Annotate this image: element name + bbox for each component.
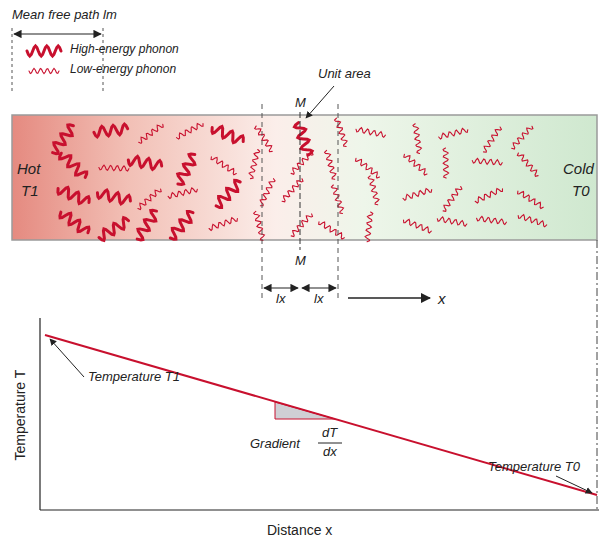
- low-energy-phonon: [291, 214, 312, 237]
- low-energy-phonon: [404, 154, 427, 175]
- dimension-label: Mean free path lm: [12, 8, 117, 23]
- y-axis: [39, 318, 40, 510]
- low-energy-phonon: [413, 124, 421, 154]
- low-energy-phonon: [260, 179, 275, 206]
- high-energy-phonon: [27, 46, 61, 56]
- dimension-arrow: [302, 287, 336, 288]
- fraction-bar: [318, 443, 342, 444]
- low-energy-phonon: [368, 176, 379, 205]
- low-energy-phonon: [403, 189, 432, 201]
- high-energy-phonon: [137, 210, 156, 240]
- plane-label: M: [295, 254, 306, 269]
- low-energy-phonon: [99, 165, 129, 171]
- high-energy-phonon: [216, 180, 240, 207]
- high-energy-phonon: [53, 125, 74, 154]
- leader-line: [50, 339, 84, 377]
- legend-text: Low-energy phonon: [70, 63, 176, 77]
- guide-line: [597, 240, 598, 510]
- leader-line: [306, 86, 334, 118]
- dimension-label: lx: [276, 292, 285, 307]
- legend-samples: [27, 46, 61, 74]
- low-energy-phonon: [439, 128, 468, 139]
- low-energy-phonon: [177, 124, 204, 140]
- low-energy-phonon: [477, 216, 507, 224]
- x-axis: [40, 509, 599, 510]
- low-energy-phonon: [249, 150, 260, 179]
- high-energy-phonon: [97, 190, 130, 204]
- end-label: Hot: [17, 160, 40, 177]
- low-energy-phonon: [254, 211, 265, 240]
- low-energy-phonon: [518, 191, 544, 209]
- fraction-denominator: dx: [323, 445, 337, 460]
- dimension-arrow: [264, 287, 298, 288]
- low-energy-phonon: [443, 187, 462, 212]
- high-energy-phonon: [99, 218, 129, 241]
- plane-line: [300, 112, 301, 250]
- solid-bar: [12, 115, 597, 240]
- low-energy-phonon: [443, 148, 449, 178]
- high-energy-phonon: [178, 154, 195, 185]
- low-energy-phonon: [475, 189, 502, 204]
- callout-label: Unit area: [318, 67, 371, 82]
- low-energy-phonon: [404, 219, 432, 233]
- guide-line: [12, 28, 13, 92]
- low-energy-phonon: [29, 68, 59, 73]
- guide-line: [103, 28, 104, 92]
- guide-line: [338, 104, 339, 300]
- temperature-label: T1: [21, 182, 39, 199]
- low-energy-phonon: [331, 185, 343, 214]
- plane-label: M: [295, 96, 306, 111]
- axis-label: x: [438, 290, 446, 307]
- low-energy-phonon: [139, 124, 164, 143]
- high-energy-phonon: [60, 153, 87, 177]
- end-label: Cold: [563, 160, 594, 177]
- point-label: Temperature T0: [488, 460, 580, 475]
- guide-line: [262, 104, 263, 300]
- axis-title: Distance x: [267, 522, 332, 538]
- high-energy-phonon: [58, 187, 89, 203]
- low-energy-phonon: [138, 189, 161, 210]
- low-energy-phonon: [168, 188, 197, 199]
- high-energy-phonon: [94, 124, 128, 137]
- temperature-line: [45, 335, 597, 495]
- high-energy-phonon: [170, 211, 193, 239]
- high-energy-phonon: [212, 127, 243, 143]
- low-energy-phonon: [484, 127, 502, 152]
- axis-arrow: [348, 297, 430, 299]
- axis-title: Temperature T: [12, 370, 28, 461]
- dimension-label: lx: [314, 292, 323, 307]
- leader-line: [556, 476, 592, 493]
- high-energy-phonon: [128, 157, 161, 170]
- dimension-arrow: [14, 33, 101, 34]
- gradient-label: Gradient: [250, 437, 300, 452]
- fraction-numerator: dT: [322, 426, 337, 441]
- low-energy-phonon: [356, 158, 380, 178]
- low-energy-phonon: [319, 222, 345, 239]
- point-label: Temperature T1: [88, 370, 180, 385]
- low-energy-phonon: [211, 157, 236, 175]
- temperature-label: T0: [572, 182, 590, 199]
- low-energy-phonon: [255, 126, 273, 152]
- low-energy-phonon: [517, 153, 538, 176]
- low-energy-phonon: [472, 158, 502, 165]
- low-energy-phonon: [437, 217, 467, 226]
- high-energy-phonon: [60, 212, 89, 233]
- low-energy-phonon: [209, 218, 237, 231]
- high-energy-phonon: [295, 123, 313, 156]
- low-energy-phonon: [335, 118, 348, 146]
- low-energy-phonon: [365, 212, 373, 242]
- low-energy-phonon: [512, 126, 533, 149]
- low-energy-phonon: [325, 150, 336, 179]
- low-energy-phonon: [356, 128, 385, 138]
- low-energy-phonon: [291, 152, 313, 174]
- low-energy-phonon: [518, 215, 547, 227]
- legend-text: High-energy phonon: [70, 43, 179, 57]
